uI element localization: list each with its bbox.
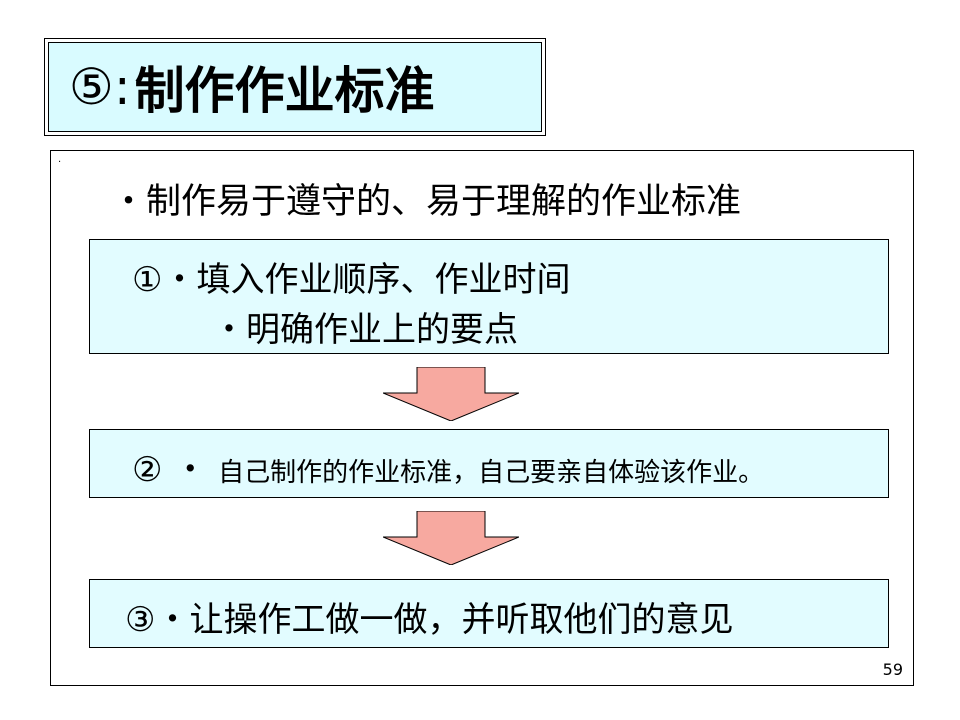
title-text: 制作作业标准 [134, 62, 435, 120]
subtitle: ・制作易于遵守的、易于理解的作业标准 [111, 182, 742, 222]
step-2-line-1: ② ・ 自己制作的作业标准，自己要亲自体验该作业。 [132, 442, 764, 491]
page-title: ⑤: 制作作业标准 [44, 38, 546, 136]
step-2-text: 自己制作的作业标准，自己要亲自体验该作业。 [218, 458, 765, 488]
step-1-line-1: ①・填入作业顺序、作业时间 [132, 260, 571, 300]
step-box-1: ①・填入作业顺序、作业时间 ・明确作业上的要点 [89, 239, 889, 354]
content-frame: . ・制作易于遵守的、易于理解的作业标准 ①・填入作业顺序、作业时间 ・明确作业… [50, 150, 914, 686]
step-box-3: ③・让操作工做一做，并听取他们的意见 [89, 579, 889, 648]
step-2-prefix: ② ・ [132, 450, 208, 490]
step-box-2: ② ・ 自己制作的作业标准，自己要亲自体验该作业。 [89, 429, 889, 498]
frame-mark: . [58, 154, 62, 165]
page-number: 59 [882, 660, 903, 679]
title-number: ⑤: [69, 58, 131, 116]
step-3-line-1: ③・让操作工做一做，并听取他们的意见 [125, 600, 734, 640]
step-1-line-2: ・明确作业上的要点 [212, 310, 518, 350]
down-arrow-icon [383, 367, 519, 421]
down-arrow-icon [383, 511, 519, 565]
